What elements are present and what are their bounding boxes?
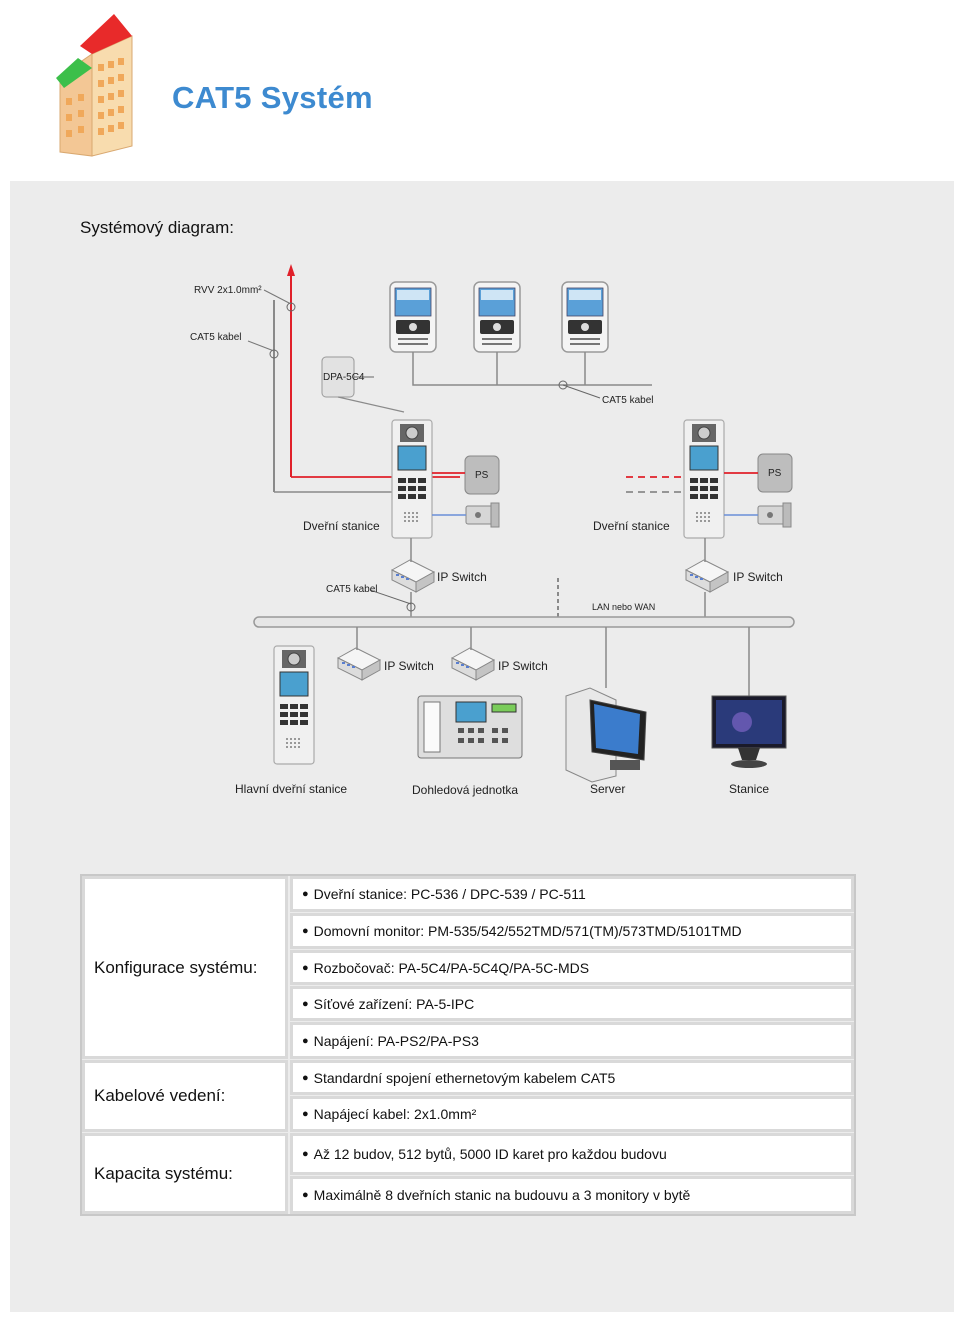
config-item: Napájení: PA-PS2/PA-PS3: [313, 1032, 479, 1049]
table-row-label: Konfigurace systému:: [82, 876, 288, 1059]
table-cell: ● Domovní monitor: PM-535/542/552TMD/571(…: [290, 913, 854, 949]
cat5-cable-label: CAT5 kabel: [326, 584, 378, 595]
building-icon: [56, 14, 133, 157]
diagram-heading: Systémový diagram:: [80, 218, 234, 237]
capacity-item: Maximálně 8 dveřních stanic na budouvu a…: [313, 1187, 691, 1203]
dpa-label: DPA-5C4: [323, 372, 365, 383]
table-cell: ● Napájení: PA-PS2/PA-PS3: [290, 1022, 854, 1059]
table-cell: ● Síťové zařízení: PA-5-IPC: [290, 986, 854, 1021]
monitor-icon: [561, 281, 609, 353]
ps-label: PS: [475, 470, 489, 481]
guard-unit-icon: [417, 695, 523, 759]
config-item: Síťové zařízení: PA-5-IPC: [313, 995, 475, 1012]
bullet-icon: ●: [302, 1071, 309, 1084]
table-cell: ● Rozbočovač: PA-5C4/PA-5C4Q/PA-5C-MDS: [290, 950, 854, 985]
monitor-icon: [473, 281, 521, 353]
table-cell: ● Dveřní stanice: PC-536 / DPC-539 / PC-5…: [290, 876, 854, 912]
rvv-cable-label: RVV 2x1.0mm²: [194, 285, 262, 296]
bullet-icon: ●: [302, 1034, 309, 1047]
door-station-label: Dveřní stanice: [303, 519, 380, 533]
ip-switch-label: IP Switch: [498, 659, 548, 673]
ip-switch-icon: [685, 559, 729, 593]
capacity-item: Až 12 budov, 512 bytů, 5000 ID karet pro…: [313, 1146, 667, 1162]
ps-label: PS: [768, 468, 782, 479]
page-title: CAT5 Systém: [172, 80, 373, 115]
ip-switch-icon: [337, 647, 381, 681]
config-item: Rozbočovač: PA-5C4/PA-5C4Q/PA-5C-MDS: [313, 959, 590, 976]
ip-switch-icon: [451, 647, 495, 681]
server-label: Server: [590, 782, 625, 796]
ip-switch-icon: [391, 559, 435, 593]
server-icon: [565, 687, 647, 783]
door-station-icon: [273, 645, 315, 765]
lan-wan-label: LAN nebo WAN: [592, 602, 655, 612]
config-item: Dveřní stanice: PC-536 / DPC-539 / PC-51…: [313, 886, 586, 902]
cat5-cable-label: CAT5 kabel: [190, 332, 242, 343]
monitor-icon: [389, 281, 437, 353]
cabling-item: Napájecí kabel: 2x1.0mm²: [313, 1106, 477, 1122]
cabling-item: Standardní spojení ethernetovým kabelem …: [313, 1069, 616, 1086]
table-cell: ● Napájecí kabel: 2x1.0mm²: [290, 1096, 854, 1132]
cat5-cable-label: CAT5 kabel: [602, 395, 654, 406]
table-cell: ● Maximálně 8 dveřních stanic na budouvu …: [290, 1176, 854, 1214]
door-station-icon: [683, 419, 725, 539]
table-row-label: Kapacita systému:: [82, 1133, 288, 1214]
table-cell: ● Až 12 budov, 512 bytů, 5000 ID karet pr…: [290, 1133, 854, 1175]
config-item: Domovní monitor: PM-535/542/552TMD/571(T…: [313, 923, 742, 939]
bullet-icon: ●: [302, 997, 309, 1010]
bullet-icon: ●: [302, 1148, 309, 1160]
bullet-icon: ●: [302, 961, 309, 974]
bullet-icon: ●: [302, 925, 309, 937]
ip-switch-label: IP Switch: [437, 570, 487, 584]
guard-unit-label: Dohledová jednotka: [412, 783, 518, 797]
power-supply-icon: [464, 455, 500, 495]
door-station-label: Dveřní stanice: [593, 519, 670, 533]
workstation-icon: [711, 695, 787, 768]
main-door-station-label: Hlavní dveřní stanice: [235, 782, 347, 796]
table-row-label: Kabelové vedení:: [82, 1060, 288, 1132]
door-station-icon: [391, 419, 433, 539]
ip-switch-label: IP Switch: [733, 570, 783, 584]
bullet-icon: ●: [302, 888, 309, 900]
station-label: Stanice: [729, 782, 769, 796]
lan-bus: [253, 616, 795, 628]
ip-switch-label: IP Switch: [384, 659, 434, 673]
table-cell: ● Standardní spojení ethernetovým kabelem…: [290, 1060, 854, 1095]
bullet-icon: ●: [302, 1189, 309, 1201]
bullet-icon: ●: [302, 1108, 309, 1120]
